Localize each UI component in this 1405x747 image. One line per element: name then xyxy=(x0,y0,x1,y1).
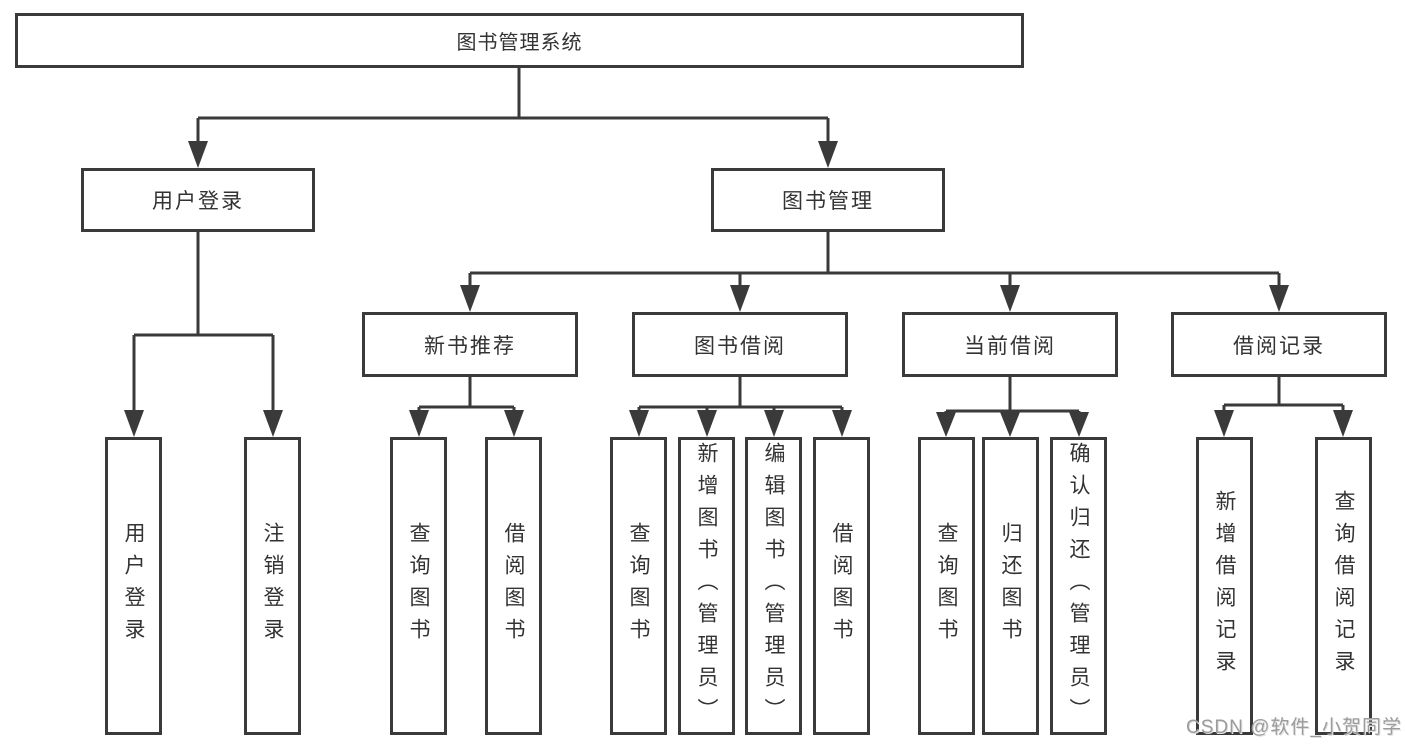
leaf-label: 编辑图书（管理员） xyxy=(762,442,785,730)
node-leaf-add-borrow-record: 新增借阅记录 xyxy=(1196,437,1253,735)
leaf-label: 查询图书 xyxy=(407,522,430,650)
leaf-label: 查询图书 xyxy=(627,522,650,650)
node-user-login: 用户登录 xyxy=(81,168,315,232)
node-leaf-query-book-borrow: 查询图书 xyxy=(610,437,667,735)
leaf-label: 注销登录 xyxy=(261,522,284,650)
connector-bookmgmt-children xyxy=(460,232,1289,312)
leaf-label: 确认归还（管理员） xyxy=(1067,442,1090,730)
node-borrow-record: 借阅记录 xyxy=(1171,312,1387,377)
connector-newbook-children xyxy=(409,377,524,437)
node-leaf-borrow-book: 借阅图书 xyxy=(813,437,870,735)
node-new-book-recommend: 新书推荐 xyxy=(362,312,578,377)
leaf-label: 借阅图书 xyxy=(830,522,853,650)
node-current-borrow: 当前借阅 xyxy=(902,312,1118,377)
leaf-label: 查询图书 xyxy=(935,522,958,650)
node-leaf-query-borrow-record: 查询借阅记录 xyxy=(1315,437,1372,735)
node-leaf-confirm-return-admin: 确认归还（管理员） xyxy=(1050,437,1107,735)
leaf-label: 归还图书 xyxy=(999,522,1022,650)
node-leaf-user-login: 用户登录 xyxy=(105,437,162,735)
node-leaf-edit-book-admin: 编辑图书（管理员） xyxy=(745,437,802,735)
connector-root-to-level2 xyxy=(188,68,838,168)
leaf-label: 新增借阅记录 xyxy=(1213,490,1236,682)
leaf-label: 用户登录 xyxy=(122,522,145,650)
node-book-management: 图书管理 xyxy=(711,168,945,232)
connector-bookborrow-children xyxy=(629,377,852,437)
node-leaf-query-book-recommend: 查询图书 xyxy=(390,437,447,735)
connector-userlogin-children xyxy=(124,232,283,437)
node-leaf-return-book: 归还图书 xyxy=(982,437,1039,735)
node-root-system: 图书管理系统 xyxy=(15,13,1024,68)
node-leaf-add-book-admin: 新增图书（管理员） xyxy=(678,437,735,735)
node-book-borrow: 图书借阅 xyxy=(632,312,848,377)
node-leaf-query-book-current: 查询图书 xyxy=(918,437,975,735)
node-leaf-borrow-book-recommend: 借阅图书 xyxy=(485,437,542,735)
connector-currentborrow-children xyxy=(936,377,1089,437)
connector-borrowrecord-children xyxy=(1214,377,1353,437)
leaf-label: 查询借阅记录 xyxy=(1332,490,1355,682)
leaf-label: 新增图书（管理员） xyxy=(695,442,718,730)
leaf-label: 借阅图书 xyxy=(502,522,525,650)
csdn-watermark: CSDN @软件_小贺同学 xyxy=(1186,717,1402,738)
node-leaf-logout: 注销登录 xyxy=(244,437,301,735)
